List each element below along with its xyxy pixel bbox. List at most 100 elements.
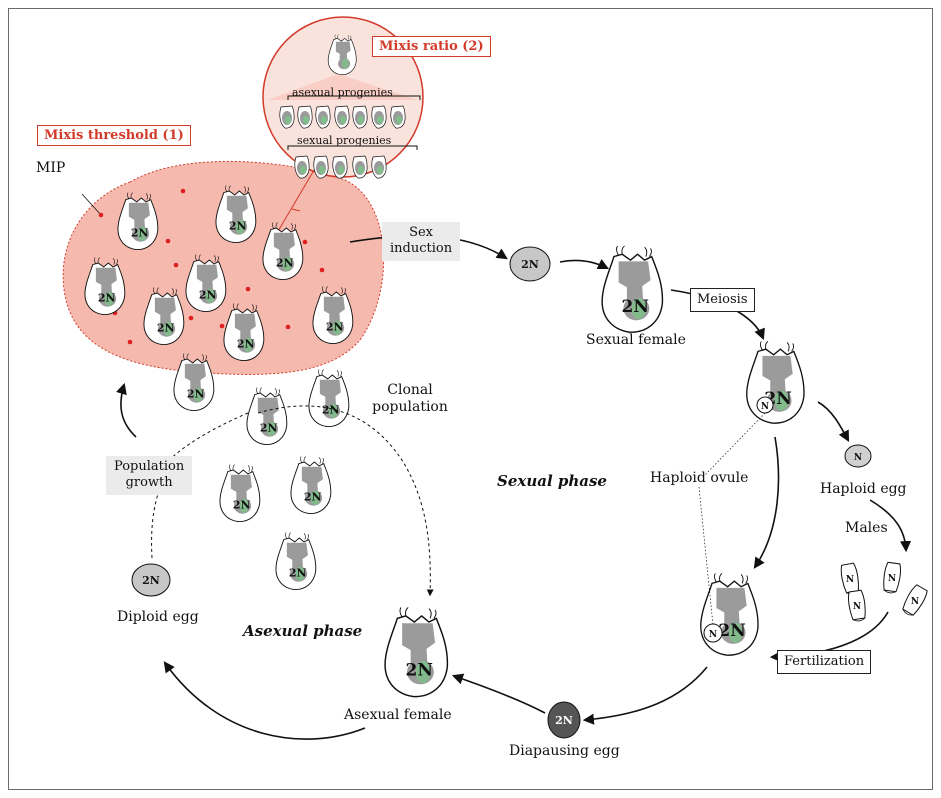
asexual-progeny-5 [352,105,368,129]
sexual-progenies-label: sexual progenies [297,134,392,147]
mip-dot-13 [285,324,291,330]
sexual-progeny-4 [352,155,368,179]
clonal-rotifer-5-ploidy: 2N [304,490,322,503]
mip-dot-11 [302,239,308,245]
asexual-phase-label: Asexual phase [243,622,363,640]
blob-rotifer-3 [262,222,304,281]
clonal-rotifer-1 [173,353,215,412]
blob-rotifer-7 [223,303,265,362]
clonal-rotifer-4-ploidy: 2N [233,498,251,511]
mip-label: MIP [36,160,66,176]
clonal-line2: population [372,398,448,415]
blob-rotifer-4 [84,257,126,316]
haploid-egg-arrow [817,401,850,442]
diapausing-egg-arrow [582,666,708,725]
mip-dot-10 [219,323,225,329]
male-rotifer-3-label: N [888,574,896,584]
sex-induction-egg-label: 2N [521,258,539,271]
blob-rotifer-2-ploidy: 2N [229,219,247,232]
blob-rotifer-1 [117,192,159,251]
males-label: Males [845,520,888,536]
fertilization-label: Fertilization [777,650,872,675]
meiosis-female-rotifer [746,340,805,424]
clonal-rotifer-1-ploidy: 2N [187,387,205,400]
asexual-progenies-label: asexual progenies [292,86,393,99]
asexual-female-rotifer [384,606,449,698]
clonal-to-asexual-arrow [257,405,434,597]
male-rotifer-2-label: N [853,602,861,612]
sex-induction-line1: Sex [409,225,434,240]
sex-induction-line2: induction [390,241,453,257]
clonal-line1: Clonal [387,382,433,398]
blob-rotifer-8 [312,286,354,345]
inset-parent-rotifer [327,34,357,76]
mip-dot-9 [188,315,194,321]
mip-dot-4 [173,262,179,268]
asexual-progeny-3 [315,105,331,129]
diploid-egg-label: 2N [142,574,160,587]
population-growth-line1: Population [114,459,185,474]
population-growth-label: Population growth [106,456,193,495]
sexual-bracket [287,145,418,150]
blob-rotifer-6-ploidy: 2N [157,321,175,334]
mip-dot-2 [180,188,186,194]
asexual-female-label: Asexual female [344,707,452,723]
diploid-egg-label: Diploid egg [117,609,199,625]
haploid-egg [844,444,872,468]
asexual-progeny-7 [390,105,406,129]
blob-rotifer-6 [143,287,185,346]
asexual-progeny-6 [371,105,387,129]
blob-rotifer-5-ploidy: 2N [199,288,217,301]
mip-dot-6 [127,339,133,345]
sexual-progeny-5 [371,155,387,179]
fertilization-path-arrow [753,436,780,569]
male-rotifer-4-label: N [911,597,919,607]
clonal-rotifer-2-ploidy: 2N [260,421,278,434]
blob-rotifer-4-ploidy: 2N [98,291,116,304]
inset-wedge [268,74,418,100]
asexual-progeny-1 [279,105,295,129]
mixis-threshold-label: Mixis threshold (1) [37,125,191,146]
population-growth-arrow [116,382,137,438]
mip-dot-3 [165,238,171,244]
sexual-phase-label: Sexual phase [497,472,607,490]
diapausing-egg-label: Diapausing egg [509,743,620,759]
mixis-ratio-label: Mixis ratio (2) [372,36,491,57]
clonal-rotifer-5 [290,456,332,515]
clonal-rotifer-6-ploidy: 2N [289,566,307,579]
blob-rotifer-2 [215,185,257,244]
sexual-female-label: Sexual female [586,332,686,348]
diapausing-egg-label: 2N [555,714,573,727]
asexual-female-arrow [451,673,546,714]
diploid-egg-arrow [163,661,366,740]
blob-rotifer-3-ploidy: 2N [276,256,294,269]
figure-frame [8,8,933,790]
male-rotifer-1-label: N [846,575,854,585]
asexual-progeny-2 [297,105,313,129]
blob-rotifer-5 [185,254,227,313]
clonal-rotifer-2 [246,387,288,446]
haploid-egg-label: N [854,453,862,463]
clonal-rotifer-6 [275,532,317,591]
sexual-female-rotifer [601,245,664,333]
clonal-population-label: Clonal population [370,382,450,416]
blob-rotifer-7-ploidy: 2N [237,337,255,350]
blob-rotifer-8-ploidy: 2N [326,320,344,333]
sexual-progeny-2 [313,155,329,179]
haploid-ovule-label: Haploid ovule [650,470,749,486]
sexual-progeny-1 [294,155,310,179]
asexual-progeny-4 [334,105,350,129]
meiosis-label: Meiosis [690,288,755,313]
to-sexual-female-arrow [559,258,610,270]
mip-dot-1 [98,212,104,218]
sex-induction-label: Sex induction [382,222,461,261]
mip-dot-12 [319,267,325,273]
clonal-rotifer-3-ploidy: 2N [322,403,340,416]
sexual-progeny-3 [332,155,348,179]
fertilized-female-rotifer-ploidy: 2N [718,621,745,641]
haploid-egg-label: Haploid egg [820,481,907,497]
ovule-leader-lower [698,486,714,626]
sex-induction-egg [509,246,551,282]
